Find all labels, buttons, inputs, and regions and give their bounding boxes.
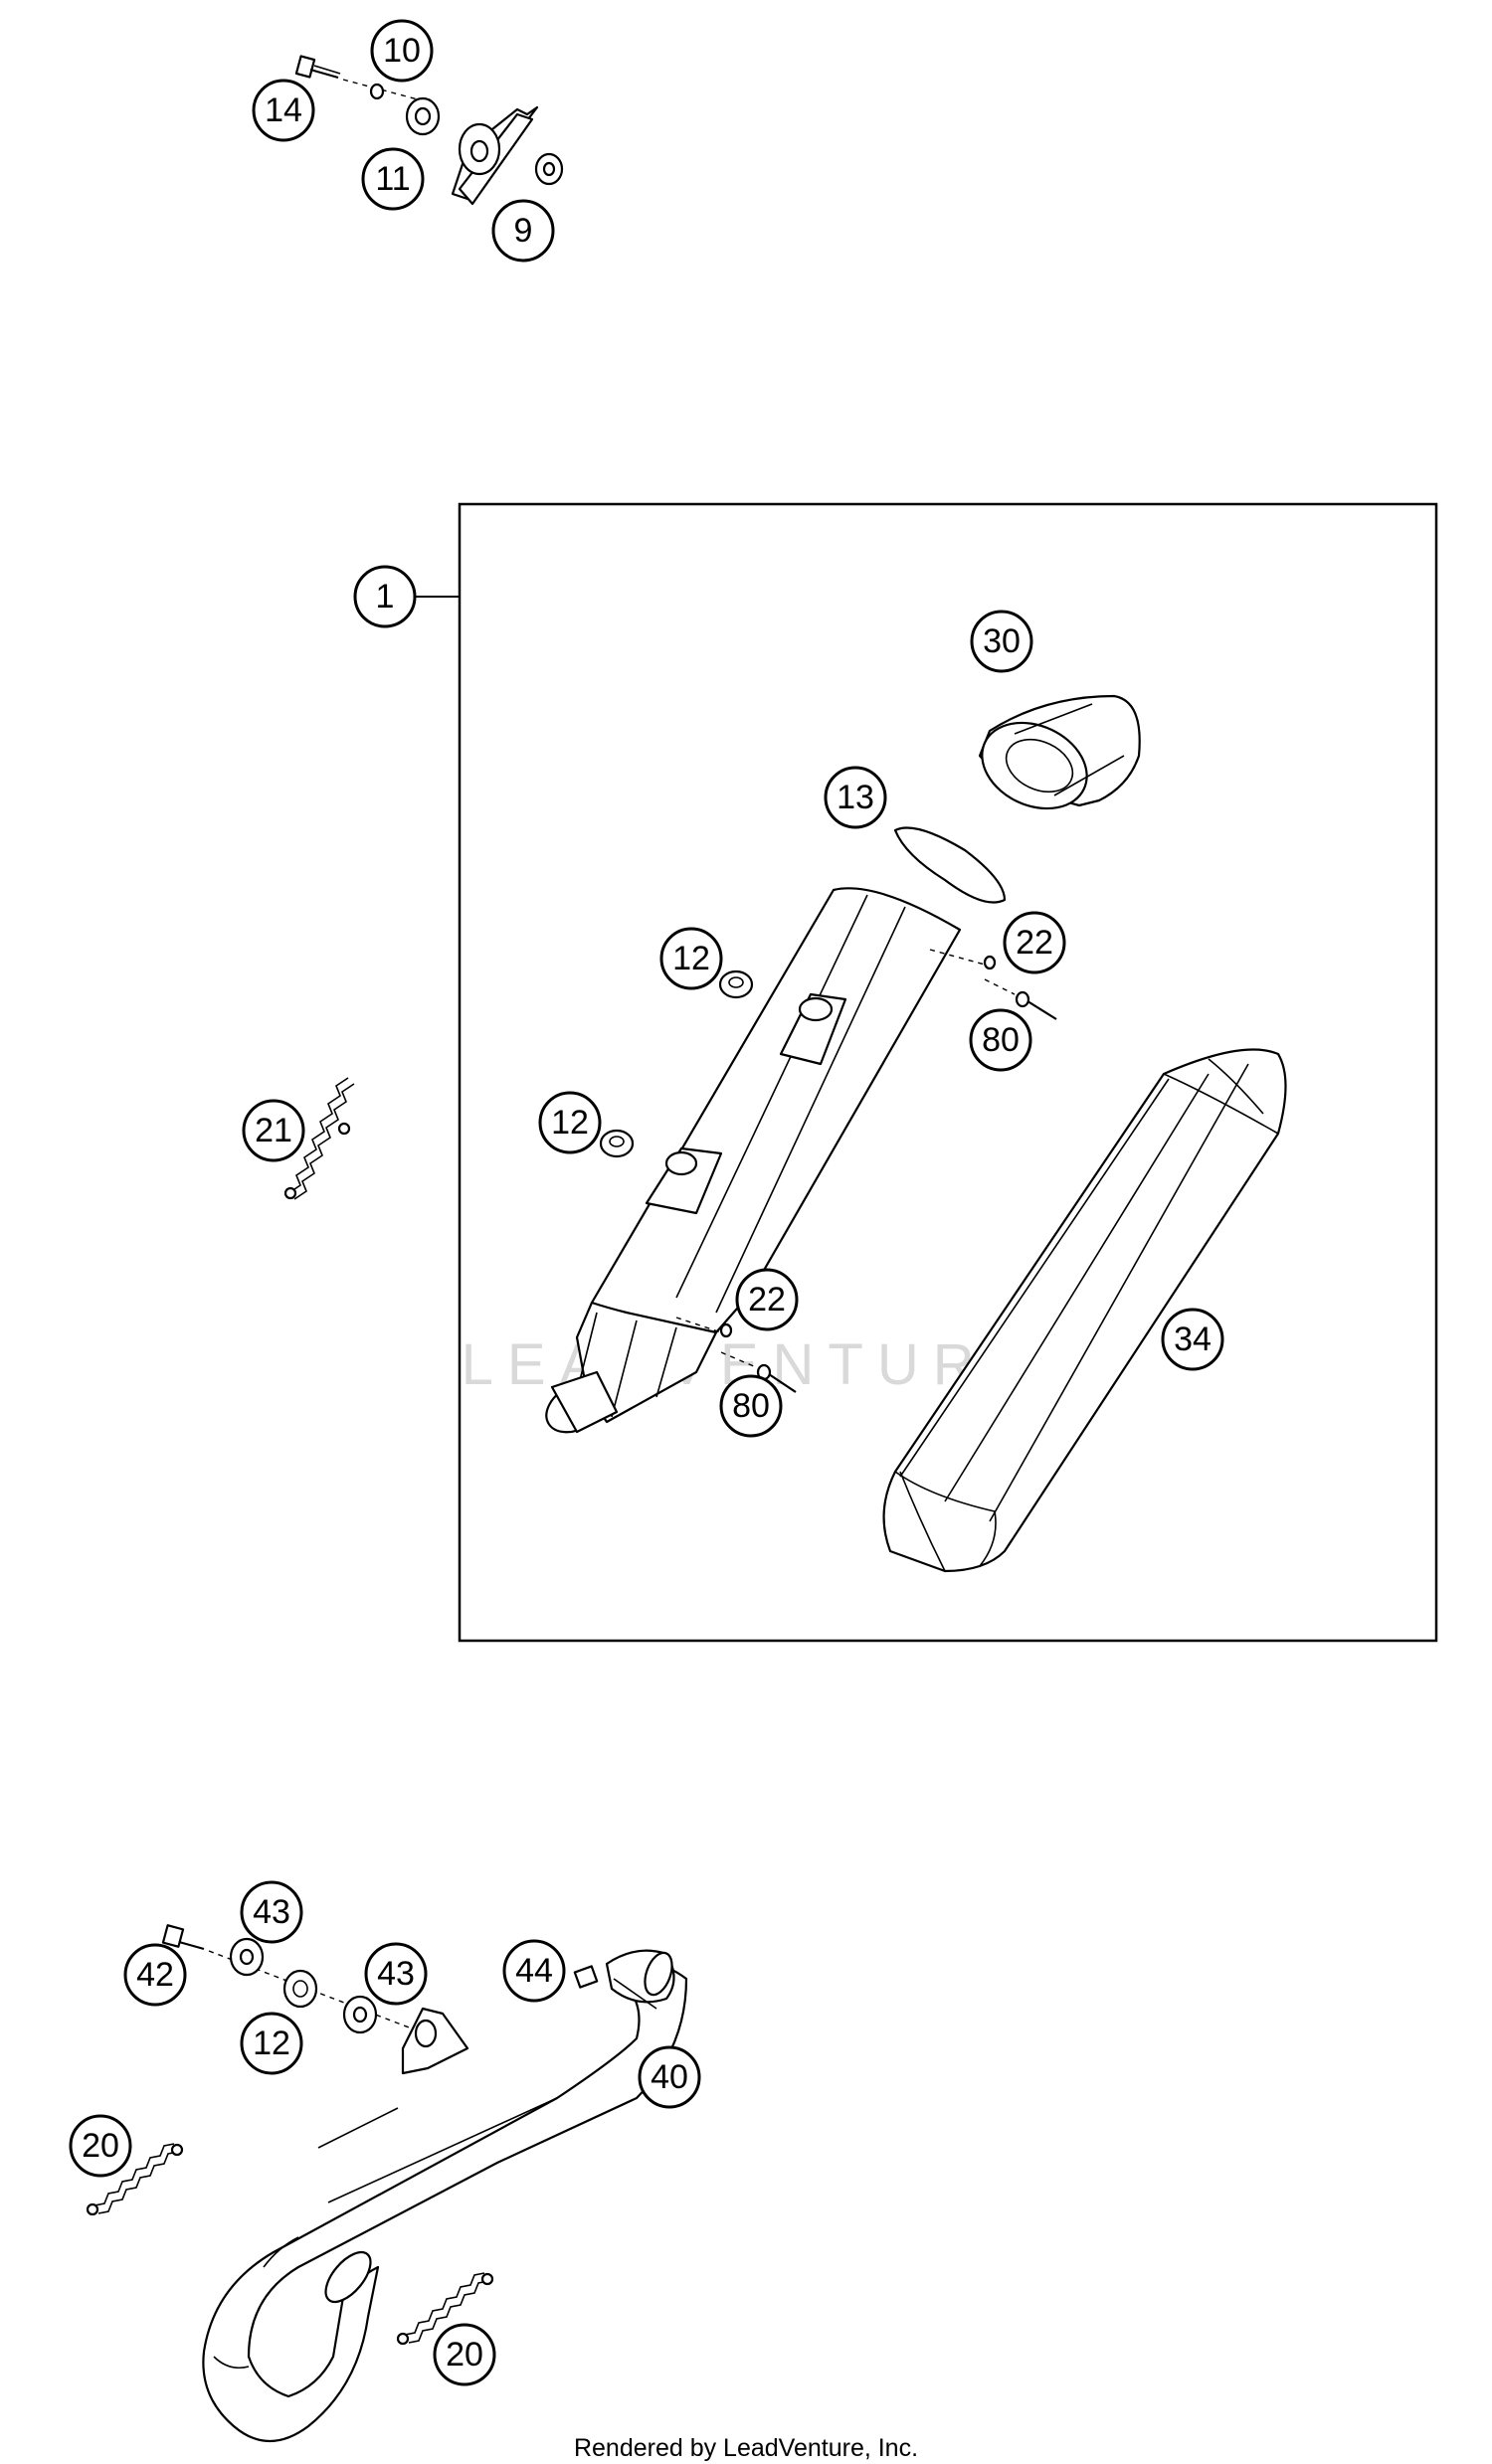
callout: 13: [824, 766, 887, 829]
part-43-washer-right: [342, 1995, 378, 2034]
callout: 20: [69, 2114, 132, 2178]
callout: 11: [361, 147, 425, 211]
part-80-rivet-upper: [984, 978, 1057, 1020]
part-34-heat-shield: [882, 1048, 1287, 1573]
svg-text:1: 1: [376, 578, 395, 616]
svg-text:40: 40: [651, 2058, 688, 2096]
part-40-header-pipe: [202, 1949, 688, 2443]
callout: 43: [364, 1942, 428, 2006]
callout: 12: [659, 927, 723, 990]
callout: 30: [970, 610, 1033, 673]
callout: 44: [502, 1939, 566, 2003]
svg-text:11: 11: [375, 160, 410, 198]
part-44-sensor-boss: [573, 1965, 599, 1989]
svg-text:21: 21: [255, 1112, 292, 1149]
svg-text:43: 43: [253, 1893, 290, 1931]
callout: 12: [538, 1091, 602, 1154]
callout: 21: [242, 1099, 305, 1162]
part-22-rivet-lower: [675, 1317, 733, 1338]
callout: 9: [491, 199, 555, 263]
svg-text:43: 43: [377, 1955, 415, 1993]
part-14-bolt: [294, 55, 419, 100]
svg-text:20: 20: [446, 2336, 483, 2374]
footer-credit: Rendered by LeadVenture, Inc.: [573, 2434, 919, 2462]
svg-text:22: 22: [748, 1281, 786, 1319]
part-20-spring-right: [396, 2272, 494, 2346]
part-21-spring: [283, 1077, 355, 1200]
callout: 14: [252, 79, 315, 142]
part-20-spring-left: [86, 2143, 184, 2216]
silencer-body: [545, 887, 962, 1434]
part-9-bracket: [451, 105, 539, 206]
part-13-gasket: [893, 826, 1007, 904]
callout: 80: [969, 1008, 1032, 1072]
part-12-grommet-upper: [718, 969, 754, 999]
svg-text:42: 42: [136, 1956, 174, 1994]
part-12-grommet-lower: [599, 1129, 635, 1158]
callout: 43: [240, 1880, 303, 1944]
callout: 40: [638, 2045, 701, 2109]
svg-text:20: 20: [82, 2127, 119, 2165]
callout: 22: [735, 1268, 799, 1331]
callout: 22: [1003, 911, 1066, 974]
svg-text:13: 13: [837, 779, 874, 816]
svg-text:14: 14: [265, 91, 302, 129]
callout-layer: 10 14 11 9 1 30 13 22 12 80 21 12 22 34 …: [69, 19, 1224, 2386]
part-12-grommet-header: [282, 1969, 318, 2009]
callout: 80: [719, 1374, 783, 1438]
svg-text:44: 44: [515, 1952, 553, 1990]
part-22-rivet-upper: [929, 949, 997, 970]
assembly-frame: [458, 502, 1438, 1643]
part-9-nut: [534, 152, 564, 186]
svg-text:34: 34: [1174, 1320, 1212, 1358]
svg-text:12: 12: [253, 2024, 290, 2062]
svg-text:30: 30: [983, 622, 1021, 660]
callout: 20: [433, 2323, 496, 2386]
svg-text:10: 10: [383, 32, 421, 70]
callout: 10: [370, 19, 434, 83]
part-30-end-cap: [978, 694, 1141, 810]
part-10-washer: [369, 83, 385, 100]
svg-text:80: 80: [732, 1387, 770, 1425]
callout: 42: [123, 1943, 187, 2007]
svg-text:22: 22: [1016, 924, 1053, 962]
svg-text:12: 12: [672, 940, 710, 977]
callout: 12: [240, 2012, 303, 2075]
callout: 34: [1161, 1308, 1224, 1371]
svg-text:80: 80: [982, 1021, 1020, 1059]
svg-text:9: 9: [514, 212, 533, 250]
svg-text:12: 12: [551, 1104, 589, 1142]
part-43-washer-left: [229, 1937, 265, 1977]
callout: 1: [353, 565, 417, 628]
part-11-grommet: [405, 96, 441, 136]
